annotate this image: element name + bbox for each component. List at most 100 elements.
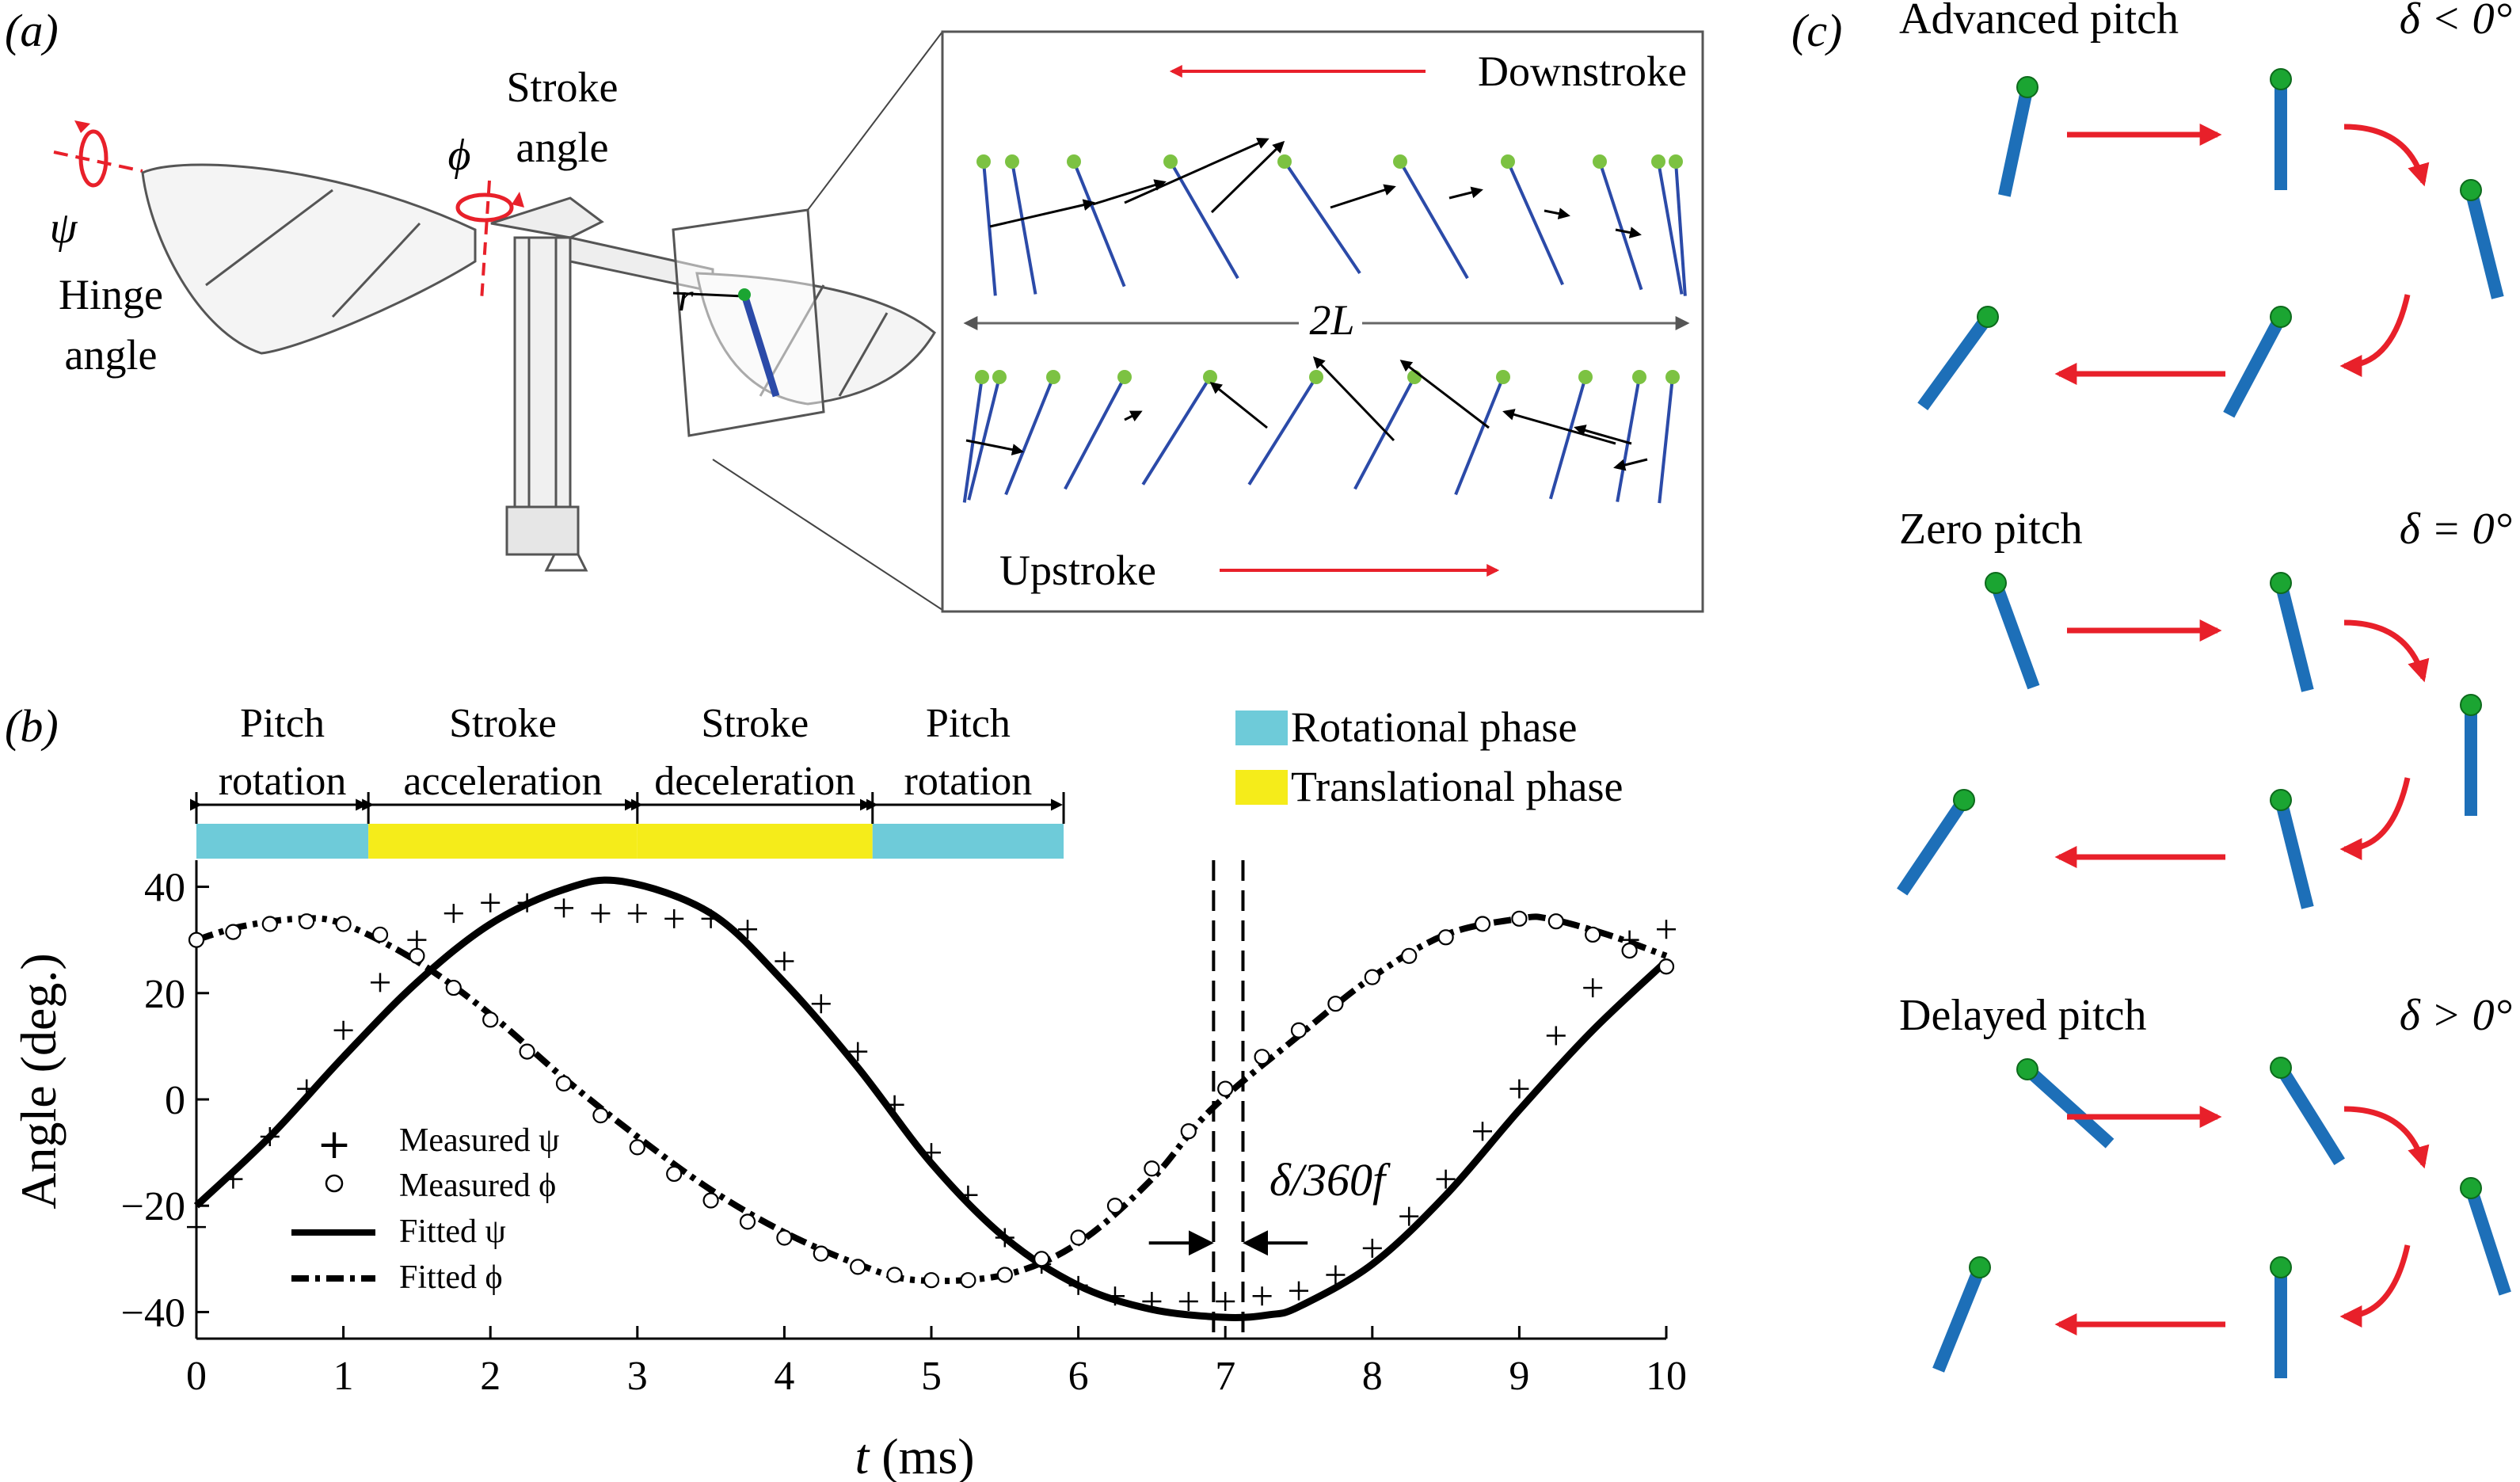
- airfoil-plate: [2274, 798, 2314, 909]
- panel-c-label: (c): [1791, 5, 1842, 56]
- x-tick-label: 6: [1068, 1354, 1089, 1399]
- measured-phi-point: [299, 913, 315, 930]
- measured-phi-point: [261, 916, 278, 932]
- measured-psi-point: [1289, 1281, 1308, 1301]
- measured-psi-point: [1657, 920, 1676, 939]
- measured-psi-point: [481, 893, 501, 912]
- leading-edge-point: [1496, 370, 1510, 384]
- measured-psi-point: [922, 1143, 941, 1163]
- measured-phi-point: [555, 1075, 573, 1091]
- velocity-arrow: [1399, 360, 1490, 429]
- pitch-case-title: Delayed pitch: [1899, 991, 2147, 1040]
- hinge-label-line2: angle: [65, 331, 158, 379]
- velocity-arrow: [1330, 184, 1396, 209]
- rotation-arrow-bottom: [2339, 1244, 2411, 1328]
- measured-psi-point: [1362, 1238, 1382, 1258]
- phase-bar-segment: [637, 824, 873, 859]
- stroke-label-line1: Stroke: [507, 63, 619, 111]
- downstroke-chord-sequence: [976, 138, 1687, 296]
- measured-psi-point: [554, 898, 573, 918]
- measured-psi-point: [738, 920, 757, 939]
- measured-phi-point: [335, 916, 352, 932]
- leading-edge-point: [1651, 154, 1665, 169]
- leading-edge-point: [1578, 370, 1593, 384]
- rotation-arrow-top: [2343, 124, 2430, 187]
- velocity-arrow: [989, 199, 1095, 228]
- measured-psi-point: [333, 1020, 353, 1040]
- measured-phi-point: [996, 1267, 1013, 1283]
- airfoil-plate: [1932, 1265, 1986, 1373]
- leading-edge-point: [1067, 154, 1081, 169]
- leading-edge-point: [1665, 370, 1680, 384]
- legend-measured-phi: Measured ϕ: [399, 1168, 556, 1204]
- chord-line: [1169, 160, 1239, 280]
- kinematics-inset: Downstroke Upstroke 2L: [941, 30, 1704, 613]
- airfoil-plate: [2223, 314, 2287, 418]
- stroke-axis-indicator: [455, 180, 524, 302]
- leading-edge-dot: [2460, 1177, 2482, 1199]
- measured-psi-point: [848, 1042, 868, 1061]
- measured-phi-point: [1106, 1198, 1124, 1214]
- measured-phi-point: [445, 979, 462, 996]
- rotational-phase-swatch: [1235, 711, 1288, 745]
- rotation-arrow-bottom: [2339, 777, 2411, 860]
- measured-psi-point: [627, 904, 647, 924]
- chord-line: [1616, 376, 1641, 502]
- phase-bar-segment: [872, 824, 1064, 859]
- measured-psi-point: [1106, 1286, 1125, 1306]
- leading-edge-point: [1501, 154, 1515, 169]
- measured-phi-point: [666, 1165, 683, 1183]
- leading-edge-dot: [2270, 306, 2292, 328]
- measured-phi-point: [1401, 947, 1418, 964]
- measured-phi-point: [776, 1229, 793, 1246]
- airfoil-plate: [1989, 581, 2040, 690]
- measured-phi-point: [813, 1245, 829, 1262]
- x-tick-label: 5: [921, 1354, 942, 1399]
- rotational-phase-label: Rotational phase: [1291, 703, 1577, 751]
- panel-a: (a) ψ Hinge angle Stroke angle ϕ: [5, 5, 1704, 613]
- leading-edge-dot: [1953, 789, 1975, 811]
- legend-plus-marker: +: [317, 1121, 352, 1168]
- phase-title-line1: Stroke: [449, 701, 557, 746]
- chord-line: [1657, 161, 1684, 295]
- legend-measured-psi: Measured ψ: [399, 1122, 559, 1159]
- phase-bar-segment: [368, 824, 638, 859]
- chord-line: [1658, 376, 1674, 504]
- x-tick-label: 3: [627, 1354, 648, 1399]
- leading-edge-point: [1277, 154, 1292, 169]
- measured-phi-point: [519, 1043, 535, 1060]
- measured-psi-point: [811, 994, 831, 1014]
- leading-edge-dot: [738, 288, 751, 301]
- leading-edge-dot: [2270, 1057, 2292, 1079]
- fitted-psi-line: [193, 876, 1669, 1321]
- leading-edge-dot: [2460, 694, 2482, 716]
- velocity-arrow: [1613, 458, 1648, 471]
- leading-edge-dot: [2270, 572, 2292, 594]
- measured-psi-point: [1546, 1026, 1566, 1046]
- velocity-arrow: [1124, 138, 1270, 204]
- airfoil-plate: [2023, 1065, 2115, 1149]
- measured-psi-point: [371, 973, 390, 992]
- measured-phi-point: [1070, 1229, 1087, 1246]
- measured-psi-point: [1509, 1079, 1529, 1099]
- measured-psi-point: [775, 951, 794, 971]
- legend-fitted-psi: Fitted ψ: [399, 1213, 506, 1250]
- leading-edge-point: [1046, 370, 1060, 384]
- x-tick-label: 10: [1646, 1354, 1687, 1399]
- measured-phi-point: [1217, 1080, 1234, 1097]
- x-tick-label: 9: [1509, 1354, 1529, 1399]
- measured-phi-point: [1511, 910, 1528, 927]
- chord-line: [962, 376, 984, 503]
- inset-connector-bottom: [712, 459, 943, 611]
- translational-phase-label: Translational phase: [1291, 763, 1623, 810]
- measured-phi-point: [702, 1192, 719, 1209]
- measured-phi-point: [371, 926, 389, 943]
- measured-phi-point: [482, 1011, 499, 1028]
- phase-title-line2: rotation: [904, 759, 1033, 804]
- leading-edge-point: [992, 370, 1007, 384]
- velocity-arrow: [1574, 425, 1632, 445]
- leading-edge-point: [1669, 154, 1683, 169]
- velocity-arrow: [1209, 382, 1268, 429]
